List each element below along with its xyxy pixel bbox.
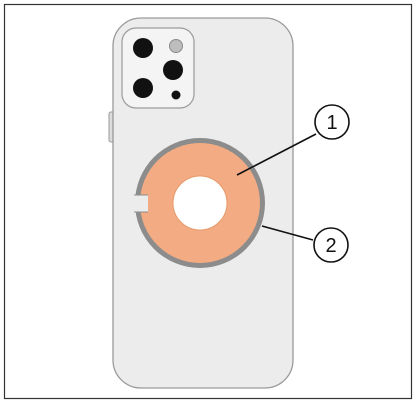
camera-module-icon bbox=[121, 27, 195, 109]
callout-label-2: 2 bbox=[325, 235, 336, 257]
magnetic-ring-icon bbox=[132, 138, 265, 268]
leader-line-2 bbox=[261, 225, 314, 241]
leader-line-1 bbox=[236, 133, 317, 176]
callout-badge-2 bbox=[313, 227, 349, 263]
flash bbox=[169, 39, 183, 53]
sensor-dot bbox=[171, 90, 181, 100]
callout-1: 1 bbox=[236, 104, 350, 176]
lens-bottom-left bbox=[133, 78, 153, 98]
callout-label-1: 1 bbox=[326, 112, 337, 134]
camera-module bbox=[121, 27, 195, 109]
lens-top-left bbox=[133, 38, 153, 58]
callout-badge-1 bbox=[314, 104, 350, 140]
ring-notch bbox=[132, 195, 148, 212]
ring-hole bbox=[172, 175, 228, 231]
lens-right bbox=[163, 60, 183, 80]
callout-2: 2 bbox=[261, 225, 349, 263]
